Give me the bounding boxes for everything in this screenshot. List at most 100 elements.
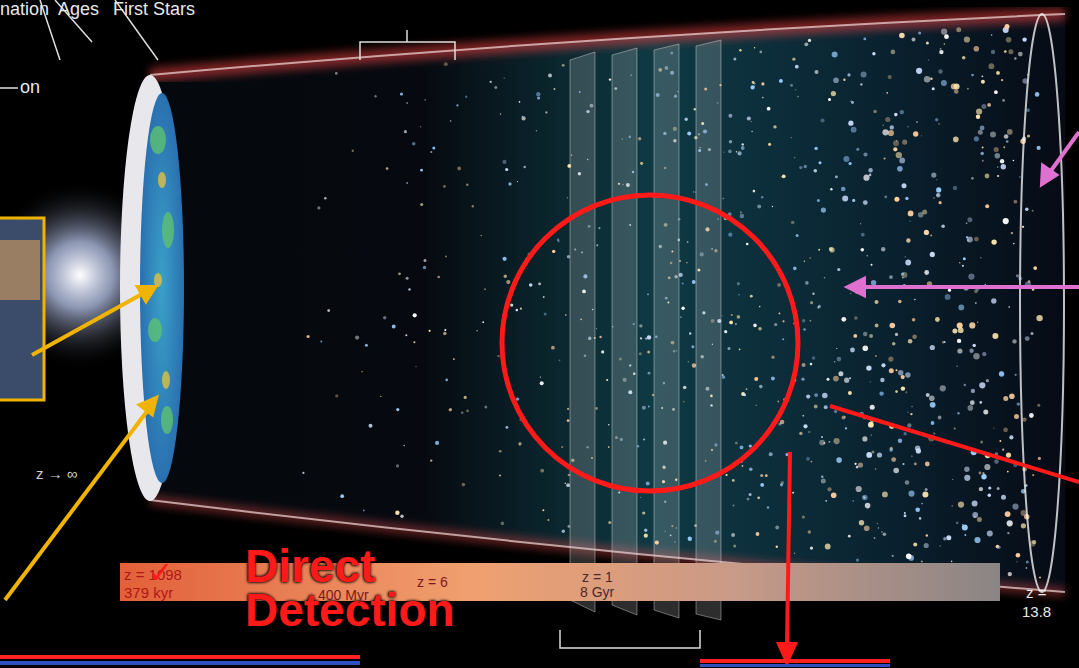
galaxy-dot	[893, 468, 899, 474]
galaxy-dot	[1008, 49, 1013, 54]
galaxy-dot	[722, 315, 723, 316]
galaxy-dot	[1038, 457, 1041, 460]
galaxy-dot	[599, 336, 601, 338]
galaxy-dot	[736, 151, 738, 153]
galaxy-dot	[831, 91, 836, 96]
galaxy-dot	[1012, 339, 1016, 343]
galaxy-dot	[497, 355, 499, 357]
galaxy-dot	[756, 405, 758, 407]
galaxy-dot	[340, 494, 344, 498]
galaxy-dot	[457, 167, 461, 171]
galaxy-dot	[802, 363, 806, 367]
galaxy-dot	[986, 379, 989, 382]
galaxy-dot	[802, 319, 805, 322]
galaxy-dot	[855, 463, 857, 465]
galaxy-dot	[728, 347, 731, 350]
galaxy-dot	[646, 482, 650, 486]
galaxy-dot	[977, 322, 978, 323]
galaxy-dot	[1027, 134, 1030, 137]
galaxy-dot	[747, 116, 751, 120]
galaxy-dot	[931, 421, 935, 425]
galaxy-dot	[819, 161, 822, 164]
galaxy-dot	[810, 301, 813, 304]
galaxy-dot	[1016, 561, 1017, 562]
galaxy-dot	[890, 125, 894, 129]
galaxy-dot	[869, 334, 873, 338]
galaxy-dot	[805, 281, 809, 285]
galaxy-dot	[997, 175, 999, 177]
galaxy-dot	[828, 98, 831, 101]
galaxy-dot	[842, 416, 846, 420]
galaxy-dot	[827, 378, 830, 381]
galaxy-dot	[924, 76, 930, 82]
galaxy-dot	[841, 187, 846, 192]
galaxy-dot	[845, 427, 847, 429]
galaxy-dot	[740, 211, 742, 213]
galaxy-dot	[456, 104, 458, 106]
rule	[700, 664, 890, 667]
galaxy-dot	[979, 472, 982, 475]
galaxy-dot	[889, 275, 893, 279]
galaxy-dot	[430, 151, 432, 153]
galaxy-dot	[749, 493, 752, 496]
galaxy-dot	[791, 137, 792, 138]
galaxy-dot	[465, 96, 467, 98]
galaxy-dot	[812, 293, 814, 295]
galaxy-dot	[430, 459, 432, 461]
galaxy-dot	[723, 198, 725, 200]
galaxy-dot	[803, 328, 806, 331]
galaxy-dot	[902, 277, 904, 279]
galaxy-dot	[922, 492, 928, 498]
galaxy-dot	[894, 197, 899, 202]
galaxy-dot	[881, 363, 885, 367]
galaxy-dot	[782, 338, 784, 340]
galaxy-dot	[985, 204, 989, 208]
galaxy-dot	[1022, 417, 1026, 421]
galaxy-dot	[980, 152, 984, 156]
galaxy-dot	[824, 277, 826, 279]
panels	[570, 40, 721, 620]
galaxy-dot	[1017, 402, 1020, 405]
galaxy-dot	[647, 293, 649, 295]
galaxy-dot	[648, 372, 651, 375]
galaxy-dot	[956, 366, 958, 368]
galaxy-dot	[989, 63, 995, 69]
galaxy-dot	[506, 280, 510, 284]
galaxy-dot	[801, 378, 804, 381]
galaxy-dot	[832, 52, 838, 58]
galaxy-dot	[932, 87, 935, 90]
galaxy-dot	[967, 217, 972, 222]
galaxy-dot	[982, 472, 984, 474]
galaxy-dot	[759, 306, 761, 308]
galaxy-dot	[956, 27, 961, 32]
galaxy-dot	[899, 158, 905, 164]
galaxy-dot	[779, 313, 781, 315]
galaxy-dot	[908, 491, 914, 497]
galaxy-dot	[1037, 146, 1041, 150]
galaxy-dot	[853, 500, 854, 501]
galaxy-dot	[863, 152, 867, 156]
galaxy-dot	[863, 200, 868, 205]
galaxy-dot	[443, 185, 446, 188]
galaxy-dot	[729, 140, 733, 144]
galaxy-dot	[792, 58, 795, 61]
galaxy-dot	[760, 483, 764, 487]
galaxy-dot	[374, 95, 376, 97]
galaxy-dot	[958, 502, 964, 508]
galaxy-dot	[500, 113, 501, 114]
galaxy-dot	[412, 142, 416, 146]
galaxy-dot	[814, 169, 818, 173]
galaxy-dot	[844, 378, 849, 383]
galaxy-dot	[352, 150, 354, 152]
galaxy-dot	[896, 152, 902, 158]
galaxy-dot	[902, 183, 907, 188]
galaxy-dot	[413, 341, 415, 343]
galaxy-dot	[944, 34, 949, 39]
galaxy-dot	[543, 296, 545, 298]
galaxy-dot	[638, 137, 641, 140]
galaxy-dot	[510, 304, 513, 307]
galaxy-dot	[962, 525, 968, 531]
galaxy-dot	[693, 191, 694, 192]
galaxy-dot	[856, 148, 859, 151]
galaxy-dot	[380, 396, 381, 397]
